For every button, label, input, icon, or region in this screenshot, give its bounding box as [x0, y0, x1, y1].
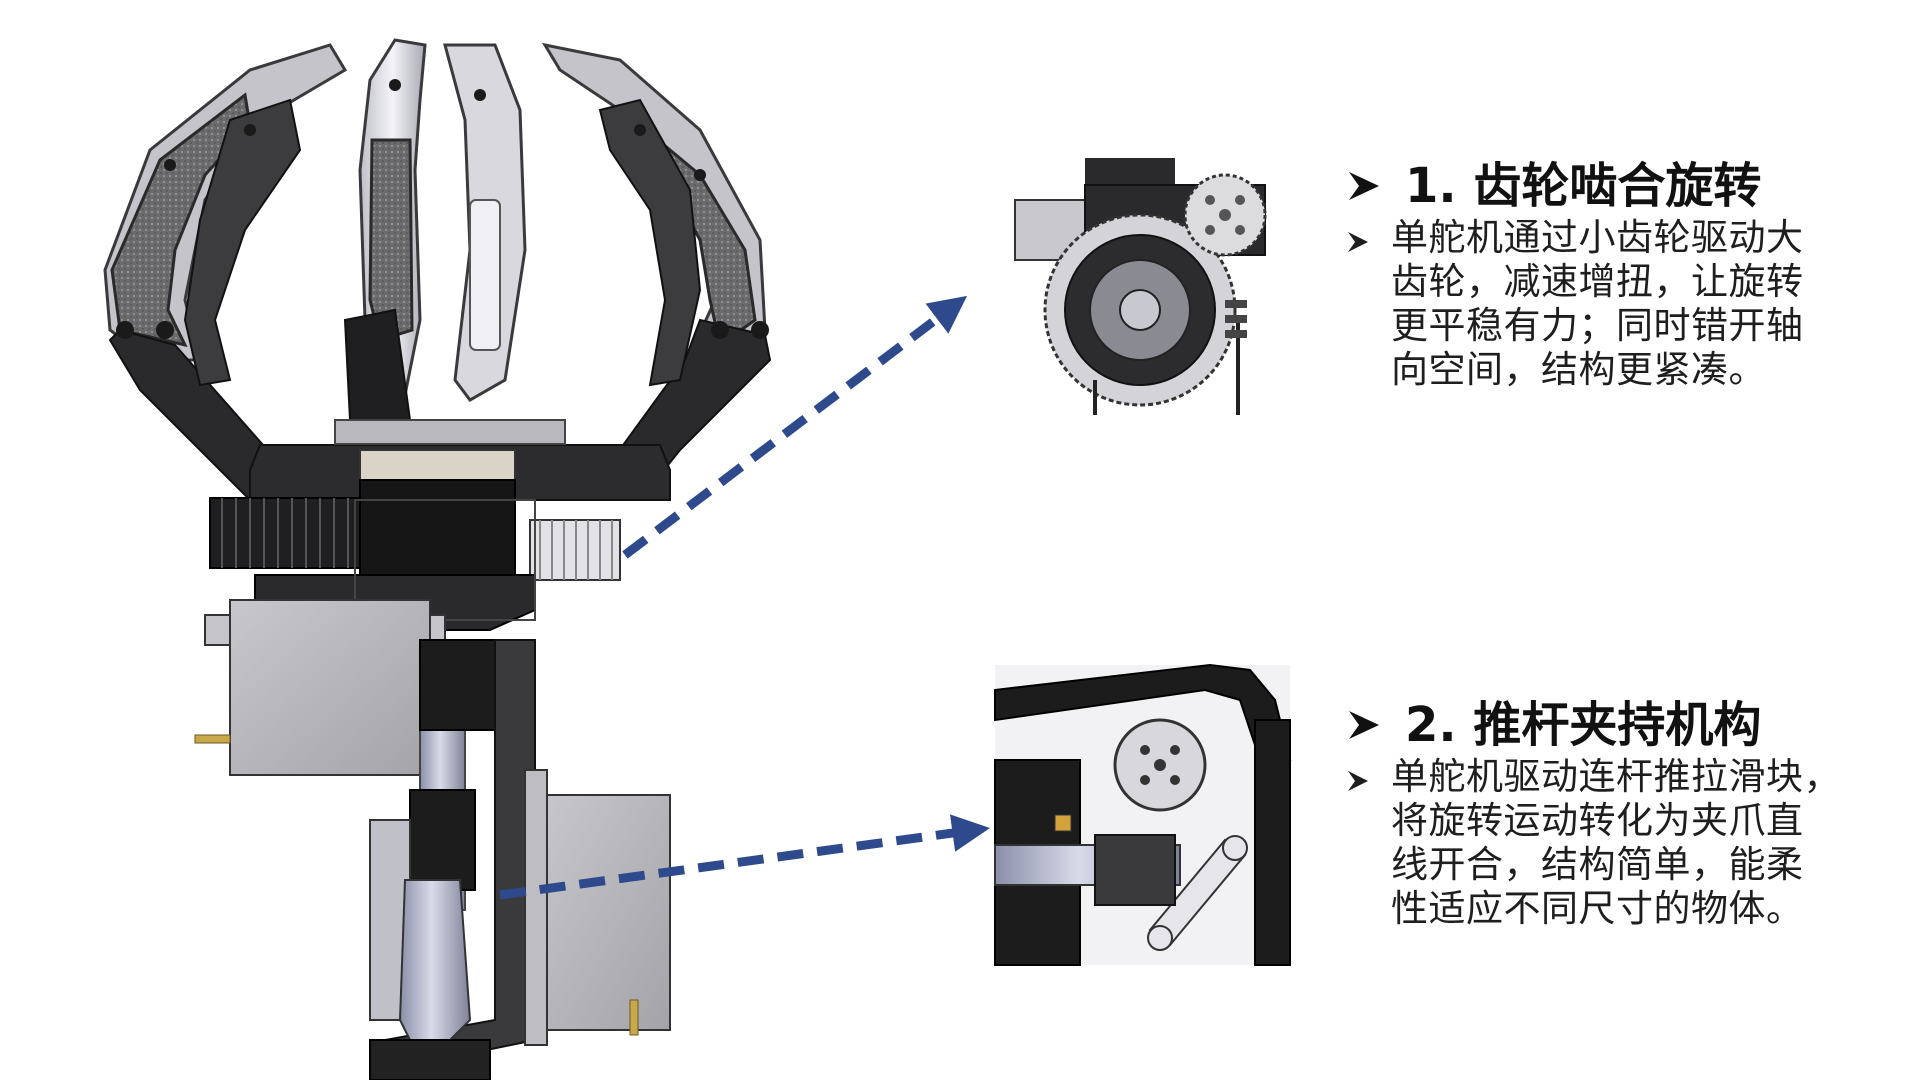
section-body: 单舵机通过小齿轮驱动大 齿轮，减速增扭，让旋转 更平稳有力；同时错开轴 向空间，… [1345, 216, 1905, 392]
left-gear-teeth [221, 498, 349, 568]
arrowhead-bullet-icon [1348, 232, 1368, 252]
body-line: 性适应不同尺寸的物体。 [1391, 887, 1804, 930]
inset-gear-mesh [1014, 158, 1267, 415]
inset1-center-bore [1119, 289, 1161, 331]
arrowhead-bullet-icon [1349, 172, 1379, 200]
right-inner-link [598, 98, 702, 387]
section-title: 1. 齿轮啮合旋转 [1405, 158, 1762, 214]
pointer-arrow-gear [622, 295, 968, 559]
base-servo [229, 599, 431, 776]
body-line: 齿轮，减速增扭，让旋转 [1391, 260, 1804, 303]
body-line: 将旋转运动转化为夹爪直 [1391, 799, 1804, 842]
body-line: 单舵机驱动连杆推拉滑块， [1391, 755, 1841, 798]
section-gear-mesh: 1. 齿轮啮合旋转 单舵机通过小齿轮驱动大 齿轮，减速增扭，让旋转 更平稳有力；… [1345, 158, 1905, 392]
body-line: 单舵机通过小齿轮驱动大 [1391, 216, 1804, 259]
base-servo-pin [194, 734, 231, 744]
clamp-servo-flange [524, 769, 548, 1046]
pivot-screws [116, 79, 769, 339]
inset2-connector [1054, 814, 1072, 832]
right-gear-teeth [539, 520, 613, 580]
inset2-right-post [1254, 719, 1291, 966]
rotation-servo-body [359, 479, 516, 581]
top-plate-lip [334, 419, 566, 445]
body-line: 更平稳有力；同时错开轴 [1391, 304, 1804, 347]
body-line: 向空间，结构更紧凑。 [1391, 348, 1766, 391]
clamp-servo-pin [629, 999, 639, 1036]
section-body: 单舵机驱动连杆推拉滑块， 将旋转运动转化为夹爪直 线开合，结构简单，能柔 性适应… [1345, 755, 1905, 931]
left-gear [209, 497, 366, 569]
inset2-horn-holes [1140, 745, 1180, 785]
clamp-servo [539, 794, 671, 1031]
section-heading: 2. 推杆夹持机构 [1345, 697, 1905, 753]
body-line: 线开合，结构简单，能柔 [1391, 843, 1804, 886]
inset2-link-pivot-top [1222, 835, 1248, 861]
section-pushrod: 2. 推杆夹持机构 单舵机驱动连杆推拉滑块， 将旋转运动转化为夹爪直 线开合，结… [1345, 697, 1905, 931]
gripper-assembly [103, 38, 772, 1080]
arrowhead-bullet-icon [1349, 711, 1379, 739]
inset1-side-screws [1225, 300, 1247, 338]
left-inner-link [183, 98, 302, 387]
drive-wheel [398, 879, 472, 1041]
center-rear-claw-slot [469, 199, 501, 351]
section-title: 2. 推杆夹持机构 [1405, 697, 1762, 753]
inset2-link-pivot-bottom [1147, 925, 1173, 951]
connecting-rod [409, 789, 476, 891]
inset2-slider [1094, 834, 1176, 906]
section-heading: 1. 齿轮啮合旋转 [1345, 158, 1905, 214]
section-body-text: 单舵机驱动连杆推拉滑块， 将旋转运动转化为夹爪直 线开合，结构简单，能柔 性适应… [1391, 755, 1841, 931]
inset1-small-gear-holes [1205, 195, 1245, 235]
inset-pushrod [994, 663, 1292, 966]
base-block [369, 1039, 491, 1080]
support-block [419, 639, 506, 731]
section-body-text: 单舵机通过小齿轮驱动大 齿轮，减速增扭，让旋转 更平稳有力；同时错开轴 向空间，… [1391, 216, 1804, 392]
arrowhead-bullet-icon [1348, 771, 1368, 791]
